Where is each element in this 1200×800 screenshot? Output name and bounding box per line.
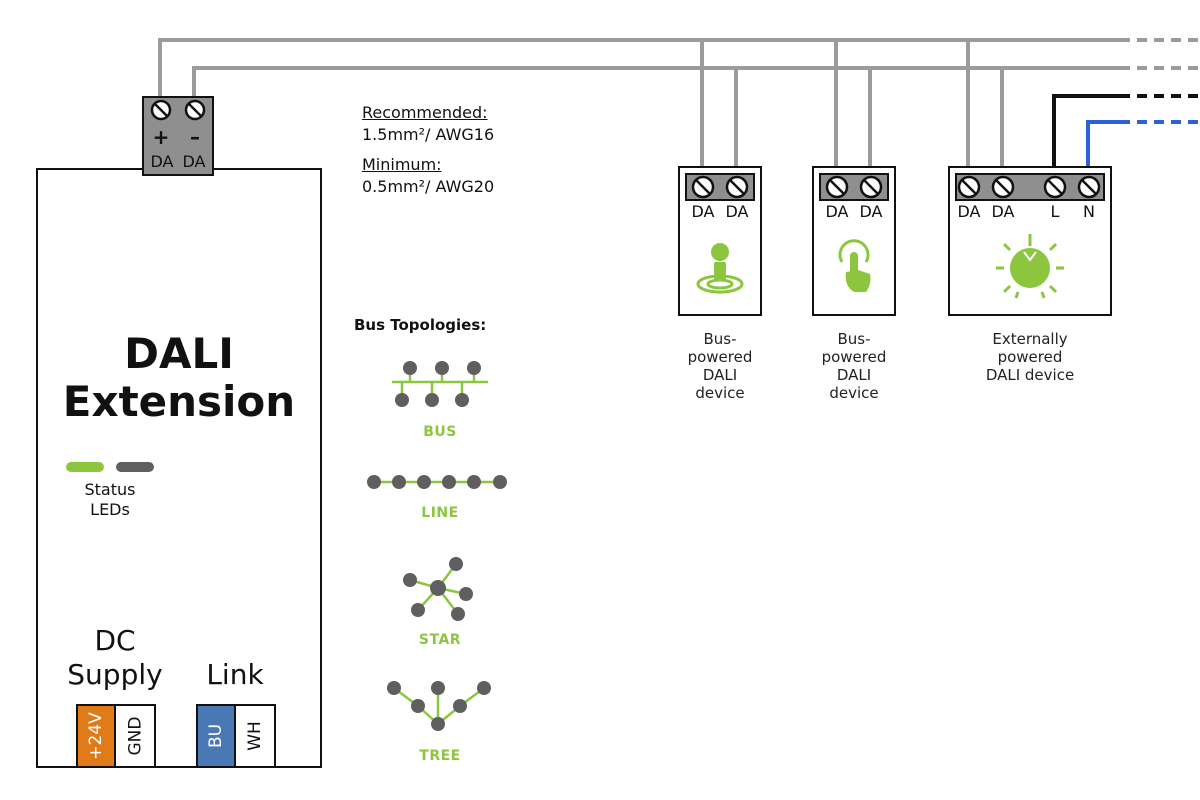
terminal-gnd[interactable]: GND	[116, 704, 156, 768]
minimum-label: Minimum:	[362, 155, 442, 174]
device-3-caption: Externally powered DALI device	[985, 330, 1075, 384]
live-wire	[1052, 94, 1120, 176]
star-topology-icon	[403, 557, 473, 621]
status-led-green	[66, 462, 104, 472]
da-wire-1	[158, 38, 1120, 100]
cable-spec: Recommended: 1.5mm²/ AWG16 Minimum: 0.5m…	[362, 102, 582, 198]
da-wire-2	[192, 66, 1120, 100]
neutral-wire	[1086, 120, 1120, 176]
device-1-caption: Bus- powered DALI device	[687, 330, 753, 402]
da-terminal-block[interactable]: + – DA DA	[142, 96, 214, 176]
plus-label: +	[152, 125, 170, 149]
device-3-da-1: DA	[957, 202, 981, 221]
topology-icons	[367, 361, 507, 731]
topology-label-bus: BUS	[423, 424, 457, 440]
line-topology-icon	[367, 475, 507, 489]
light-bulb-icon	[996, 234, 1064, 299]
da-terminal-label-2: DA	[182, 152, 206, 171]
terminal-bu[interactable]: BU	[196, 704, 236, 768]
device-2-da-2: DA	[859, 202, 883, 221]
device-3-da-2: DA	[991, 202, 1015, 221]
presence-sensor-icon	[696, 243, 744, 294]
topology-label-line: LINE	[421, 505, 459, 521]
status-leds-label: Status LEDs	[84, 480, 136, 519]
terminal-24v[interactable]: +24V	[76, 704, 116, 768]
tree-topology-icon	[387, 681, 491, 731]
device-3-l: L	[1050, 202, 1060, 221]
status-led-grey	[116, 462, 154, 472]
topology-label-tree: TREE	[419, 748, 461, 764]
device-bus-powered-2: DA DA	[812, 166, 896, 316]
device-3-n: N	[1083, 202, 1095, 221]
link-label: Link	[206, 658, 264, 691]
topologies-heading: Bus Topologies:	[354, 316, 487, 334]
recommended-label: Recommended:	[362, 103, 488, 122]
device-bus-powered-1: DA DA	[678, 166, 762, 316]
touch-button-icon	[838, 239, 871, 292]
device-2-da-1: DA	[825, 202, 849, 221]
device-title: DALI Extension	[62, 329, 296, 426]
minus-label: –	[190, 125, 200, 149]
recommended-value: 1.5mm²/ AWG16	[362, 125, 495, 144]
device-1-da-2: DA	[725, 202, 749, 221]
dc-supply-label: DC Supply	[67, 624, 163, 691]
minimum-value: 0.5mm²/ AWG20	[362, 177, 495, 196]
screw-terminal-icon	[150, 99, 206, 121]
bus-topology-icon	[392, 361, 488, 407]
device-externally-powered: DA DA L N	[948, 166, 1112, 316]
topology-label-star: STAR	[418, 632, 462, 648]
da-terminal-label-1: DA	[150, 152, 174, 171]
device-2-caption: Bus- powered DALI device	[821, 330, 887, 402]
device-1-da-1: DA	[691, 202, 715, 221]
terminal-wh[interactable]: WH	[236, 704, 276, 768]
